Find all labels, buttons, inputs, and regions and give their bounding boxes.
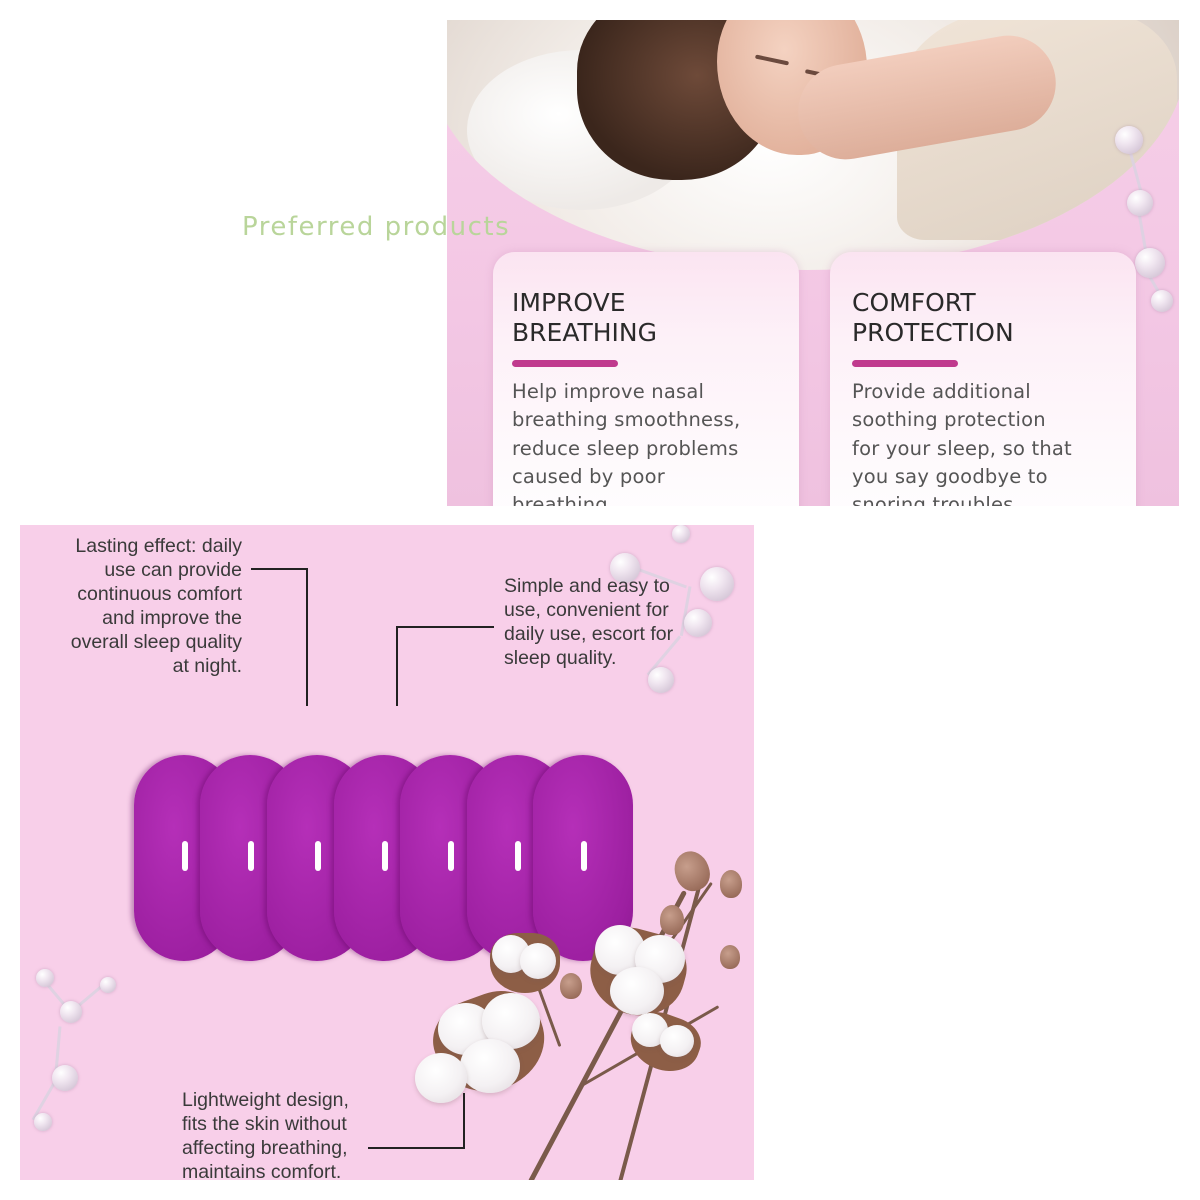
molecule-icon	[1107, 120, 1177, 320]
bottom-product-panel: Lasting effect: daily use can provide co…	[20, 525, 754, 1180]
accent-divider	[512, 360, 618, 367]
feature-card-comfort-protection: COMFORT PROTECTION Provide additional so…	[830, 252, 1136, 506]
card-title: COMFORT PROTECTION	[852, 288, 1014, 347]
sleeping-woman-photo	[447, 20, 1179, 270]
callout-simple-easy: Simple and easy to use, convenient for d…	[504, 575, 674, 669]
top-product-panel: IMPROVE BREATHING Help improve nasal bre…	[447, 20, 1179, 506]
callout-lightweight-design: Lightweight design, fits the skin withou…	[182, 1089, 349, 1180]
feature-card-improve-breathing: IMPROVE BREATHING Help improve nasal bre…	[493, 252, 799, 506]
callout-lasting-effect: Lasting effect: daily use can provide co…	[70, 535, 242, 677]
callout-line	[463, 1093, 465, 1149]
callout-line	[368, 1147, 464, 1149]
molecule-icon	[30, 965, 130, 1135]
callout-line	[396, 626, 494, 628]
card-body: Help improve nasal breathing smoothness,…	[512, 380, 741, 506]
watermark: Preferred products	[242, 212, 511, 242]
card-title: IMPROVE BREATHING	[512, 288, 657, 347]
molecule-icon	[600, 525, 740, 695]
card-body: Provide additional soothing protection f…	[852, 380, 1072, 506]
callout-line	[306, 568, 308, 706]
callout-line	[251, 568, 308, 570]
accent-divider	[852, 360, 958, 367]
callout-line	[396, 626, 398, 706]
